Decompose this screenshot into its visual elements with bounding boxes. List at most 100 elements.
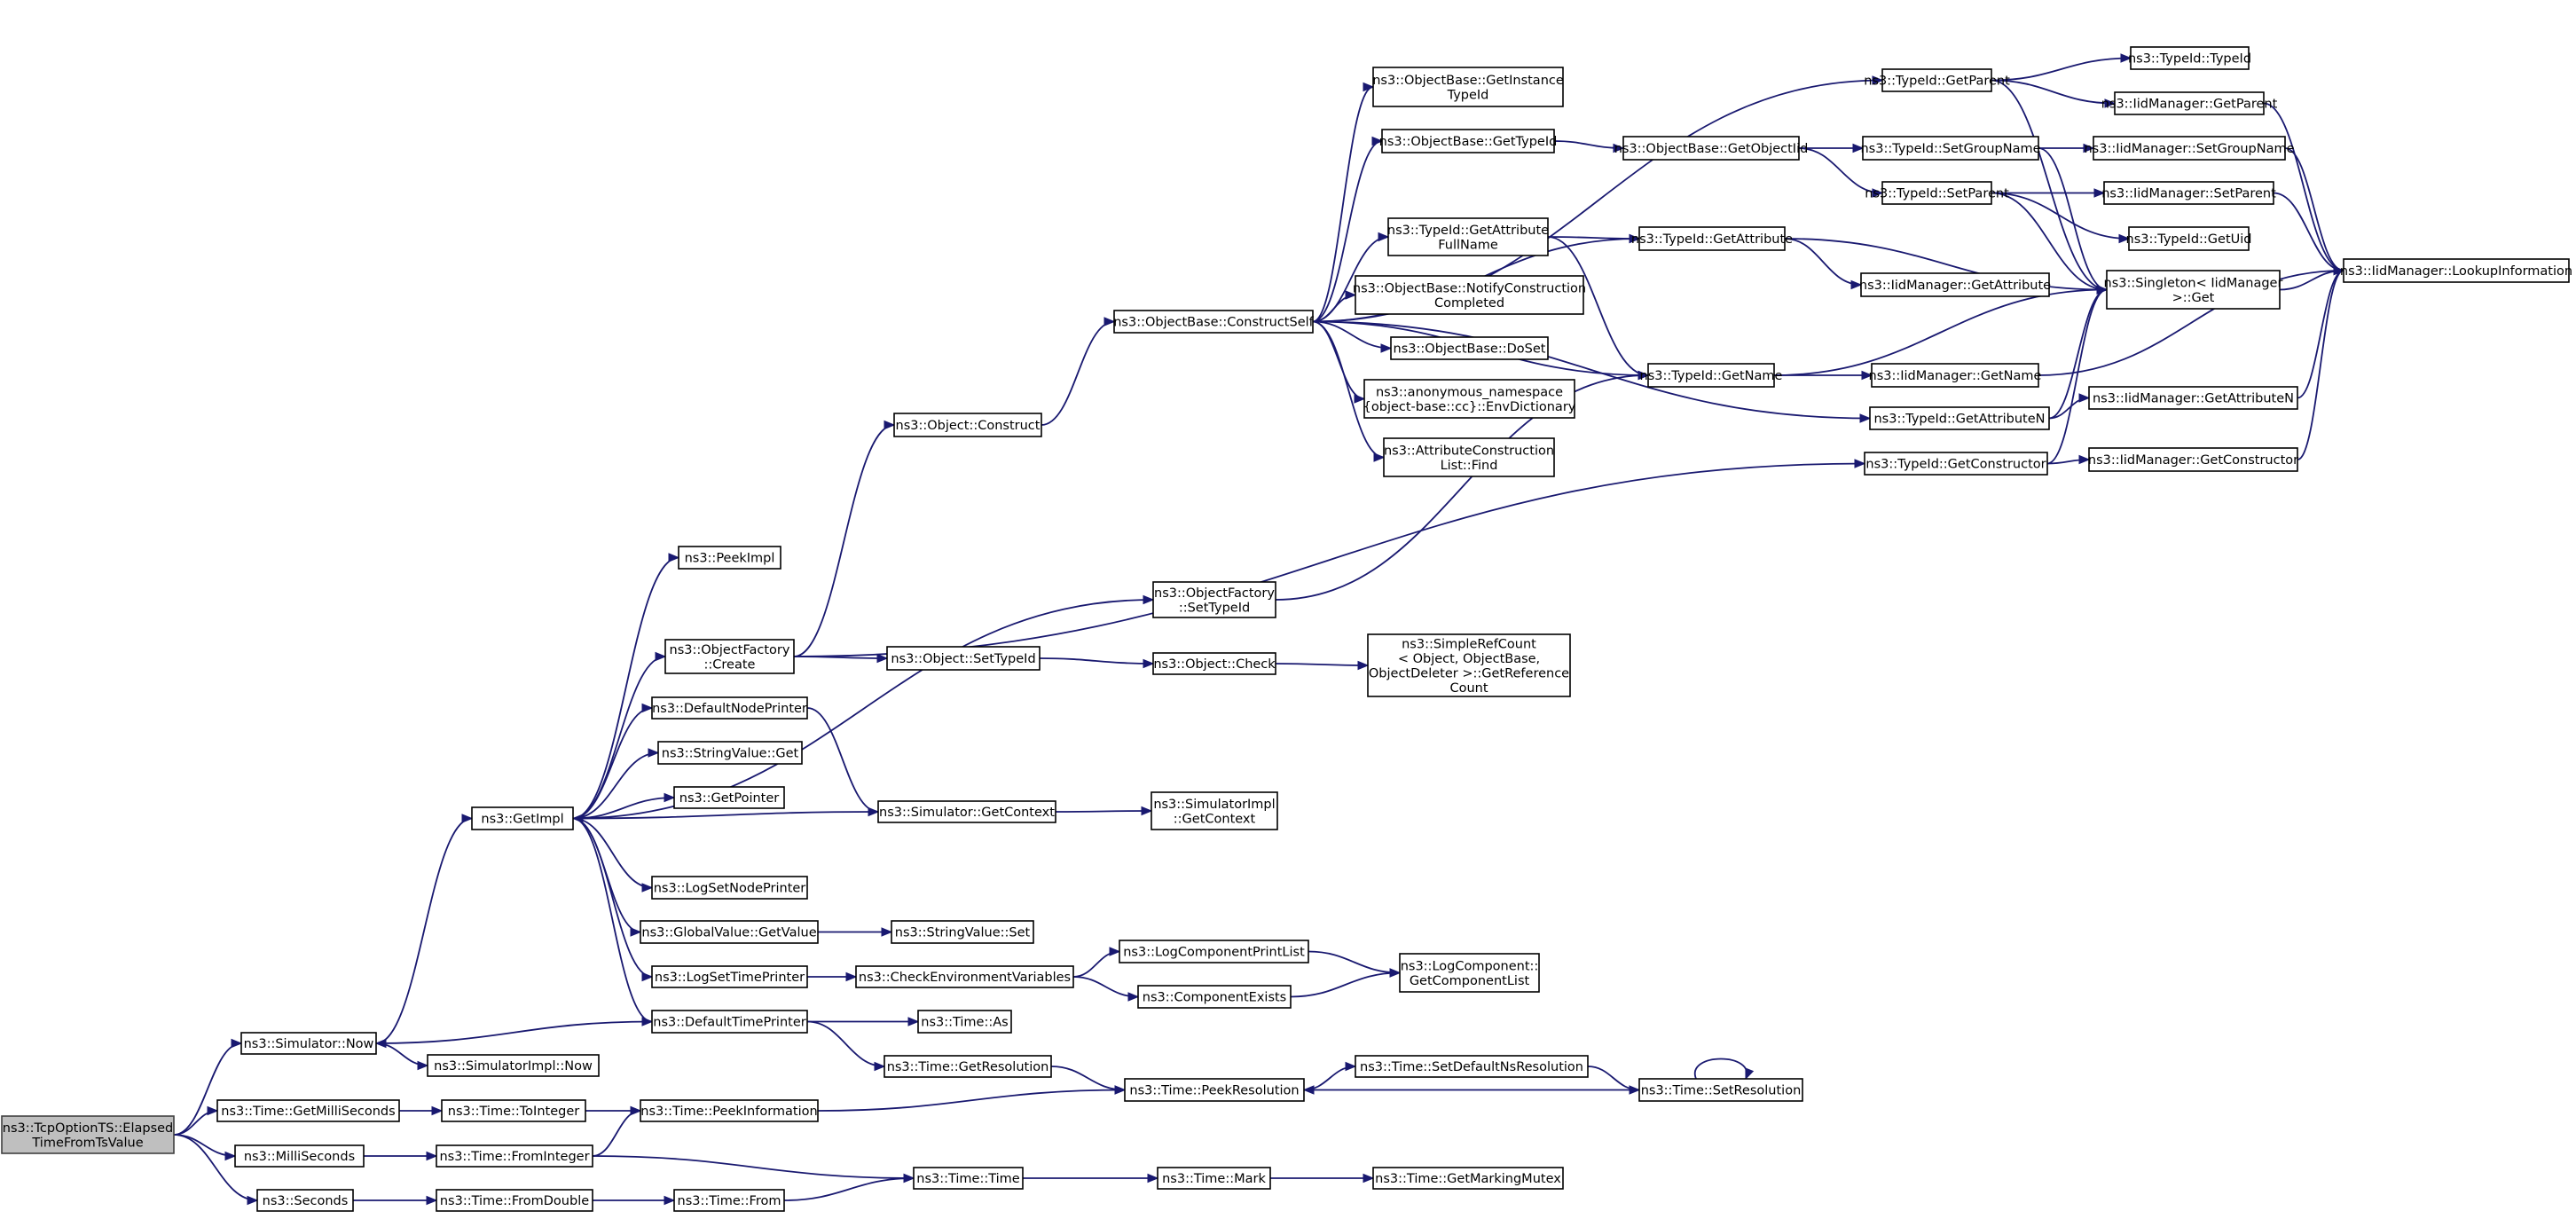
graph-node-tidSetGroupName[interactable]: ns3::TypeId::SetGroupName <box>1860 136 2041 161</box>
graph-node-logCompPrintList[interactable]: ns3::LogComponentPrintList <box>1119 940 1309 963</box>
edge-arrowhead <box>1363 1173 1375 1184</box>
graph-node-getPointer[interactable]: ns3::GetPointer <box>673 786 785 809</box>
node-box <box>1647 363 1775 388</box>
node-label: ns3::GlobalValue::GetValue <box>641 926 816 940</box>
graph-node-objFactSetTypeId[interactable]: ns3::ObjectFactory::SetTypeId <box>1152 581 1276 618</box>
graph-node-tidGetUid[interactable]: ns3::TypeId::GetUid <box>2126 226 2252 251</box>
graph-node-logSetNodePrinter[interactable]: ns3::LogSetNodePrinter <box>651 876 808 900</box>
graph-node-timeTime[interactable]: ns3::Time::Time <box>913 1167 1024 1190</box>
graph-node-globValGetValue[interactable]: ns3::GlobalValue::GetValue <box>640 920 819 944</box>
graph-node-objConstruct[interactable]: ns3::Object::Construct <box>893 413 1042 437</box>
call-edge <box>1312 140 1383 323</box>
graph-node-singletonGet[interactable]: ns3::Singleton< IidManager >::Get <box>2104 270 2283 310</box>
call-edge <box>572 556 679 820</box>
graph-node-simImplNow[interactable]: ns3::SimulatorImpl::Now <box>427 1054 600 1077</box>
edge-arrowhead <box>1852 143 1865 153</box>
graph-node-toInteger[interactable]: ns3::Time::ToInteger <box>441 1099 586 1122</box>
graph-node-tidGetName[interactable]: ns3::TypeId::GetName <box>1640 363 1783 388</box>
edge-arrowhead <box>630 1105 642 1116</box>
graph-node-getMilli[interactable]: ns3::Time::GetMilliSeconds <box>216 1099 400 1122</box>
graph-node-milliSec[interactable]: ns3::MilliSeconds <box>234 1144 365 1168</box>
graph-node-logCompGetList[interactable]: ns3::LogComponent::GetComponentList <box>1399 953 1540 993</box>
call-nodes: ns3::TcpOptionTS::ElapsedTimeFromTsValue… <box>1 46 2572 1212</box>
graph-node-timeMark[interactable]: ns3::Time::Mark <box>1157 1167 1271 1190</box>
graph-node-constructSelf[interactable]: ns3::ObjectBase::ConstructSelf <box>1113 310 1315 334</box>
graph-node-defTimePrinter[interactable]: ns3::DefaultTimePrinter <box>651 1010 808 1034</box>
graph-node-fromDouble[interactable]: ns3::Time::FromDouble <box>436 1189 593 1212</box>
graph-node-tidGetParent[interactable]: ns3::TypeId::GetParent <box>1864 68 2010 92</box>
graph-node-tidGetAttribute[interactable]: ns3::TypeId::GetAttribute <box>1631 226 1793 251</box>
edge-arrowhead <box>1114 1085 1127 1095</box>
graph-node-tidTypeId[interactable]: ns3::TypeId::TypeId <box>2128 46 2251 70</box>
node-box <box>886 646 1041 671</box>
node-label: ns3::Time::GetMarkingMutex <box>1375 1172 1561 1186</box>
node-box <box>651 1010 808 1034</box>
node-label: ns3::Time::From <box>678 1194 781 1208</box>
graph-node-timeFrom[interactable]: ns3::Time::From <box>673 1189 785 1212</box>
graph-node-logSetTimePrinter[interactable]: ns3::LogSetTimePrinter <box>651 965 808 988</box>
graph-node-simGetContext[interactable]: ns3::Simulator::GetContext <box>877 800 1056 823</box>
graph-node-strValSet[interactable]: ns3::StringValue::Set <box>891 920 1034 944</box>
graph-node-obDoSet[interactable]: ns3::ObjectBase::DoSet <box>1390 336 1549 360</box>
graph-node-anonEnvDict[interactable]: ns3::anonymous_namespace{object-base::cc… <box>1363 379 1576 419</box>
node-label: ns3::anonymous_namespace <box>1376 385 1563 399</box>
graph-node-fromInteger[interactable]: ns3::Time::FromInteger <box>436 1144 593 1168</box>
graph-node-iidGetParent[interactable]: ns3::IidManager::GetParent <box>2101 91 2278 115</box>
graph-node-objCheck[interactable]: ns3::Object::Check <box>1152 652 1276 675</box>
edge-arrowhead <box>845 971 858 982</box>
call-edge <box>1312 86 1374 323</box>
graph-node-setResolution[interactable]: ns3::Time::SetResolution <box>1638 1078 1803 1102</box>
edge-arrowhead <box>417 1060 429 1071</box>
graph-node-simpleRefCount[interactable]: ns3::SimpleRefCount< Object, ObjectBase,… <box>1367 633 1571 697</box>
graph-node-iidLookup[interactable]: ns3::IidManager::LookupInformation <box>2340 258 2572 283</box>
call-edge <box>806 1020 885 1067</box>
graph-node-getImpl[interactable]: ns3::GetImpl <box>471 806 574 830</box>
node-box <box>1355 275 1584 315</box>
graph-node-objSetTypeId[interactable]: ns3::Object::SetTypeId <box>886 646 1041 671</box>
graph-node-iidGetAttribute[interactable]: ns3::IidManager::GetAttribute <box>1859 272 2051 297</box>
node-box <box>1881 68 1992 92</box>
graph-node-timeAs[interactable]: ns3::Time::As <box>917 1010 1012 1034</box>
graph-node-simNow[interactable]: ns3::Simulator::Now <box>240 1032 377 1055</box>
node-label: ::Create <box>704 657 756 672</box>
graph-node-strValGet[interactable]: ns3::StringValue::Get <box>657 741 803 765</box>
node-box <box>2088 447 2298 472</box>
graph-node-iidGetName[interactable]: ns3::IidManager::GetName <box>1869 363 2042 388</box>
node-box <box>1363 379 1575 419</box>
graph-node-getMarkingMutex[interactable]: ns3::Time::GetMarkingMutex <box>1372 1167 1564 1190</box>
graph-node-tidGetAttributeN[interactable]: ns3::TypeId::GetAttributeN <box>1869 406 2050 430</box>
graph-node-defNodePrinter[interactable]: ns3::DefaultNodePrinter <box>651 696 808 720</box>
call-edge <box>1312 320 1871 420</box>
graph-node-simImplGetContext[interactable]: ns3::SimulatorImpl::GetContext <box>1151 791 1278 830</box>
call-edge <box>572 751 659 820</box>
graph-node-getResolution[interactable]: ns3::Time::GetResolution <box>884 1055 1052 1078</box>
graph-node-getObjectIid[interactable]: ns3::ObjectBase::GetObjectIid <box>1614 136 1809 161</box>
graph-node-seconds[interactable]: ns3::Seconds <box>256 1189 354 1212</box>
node-box <box>1864 452 2048 476</box>
call-edge <box>2263 102 2344 271</box>
node-box <box>441 1099 586 1122</box>
call-edge <box>1547 236 1649 376</box>
node-label: ns3::IidManager::SetParent <box>2101 187 2276 201</box>
graph-node-checkEnv[interactable]: ns3::CheckEnvironmentVariables <box>855 965 1074 988</box>
graph-node-tidSetParent[interactable]: ns3::TypeId::SetParent <box>1865 181 2009 205</box>
graph-node-peekResolution[interactable]: ns3::Time::PeekResolution <box>1124 1078 1305 1102</box>
graph-node-iidGetConstructor[interactable]: ns3::IidManager::GetConstructor <box>2088 447 2298 472</box>
graph-node-obGetTypeId[interactable]: ns3::ObjectBase::GetTypeId <box>1379 129 1558 153</box>
graph-node-tidGetConstructor[interactable]: ns3::TypeId::GetConstructor <box>1864 452 2048 476</box>
graph-node-iidGetAttributeN[interactable]: ns3::IidManager::GetAttributeN <box>2088 386 2298 410</box>
graph-node-objFactCreate[interactable]: ns3::ObjectFactory::Create <box>664 639 795 674</box>
graph-node-peekImpl[interactable]: ns3::PeekImpl <box>678 546 781 570</box>
graph-node-iidSetGroupName[interactable]: ns3::IidManager::SetGroupName <box>2084 136 2295 161</box>
graph-node-setDefNsRes[interactable]: ns3::Time::SetDefaultNsResolution <box>1355 1055 1589 1078</box>
graph-node-notifyConstr[interactable]: ns3::ObjectBase::NotifyConstructionCompl… <box>1353 275 1586 315</box>
graph-node-peekInfo[interactable]: ns3::Time::PeekInformation <box>640 1099 819 1122</box>
node-box <box>234 1144 365 1168</box>
graph-node-compExists[interactable]: ns3::ComponentExists <box>1137 985 1292 1009</box>
graph-node-iidSetParent[interactable]: ns3::IidManager::SetParent <box>2101 181 2276 205</box>
call-edge <box>1041 320 1115 426</box>
